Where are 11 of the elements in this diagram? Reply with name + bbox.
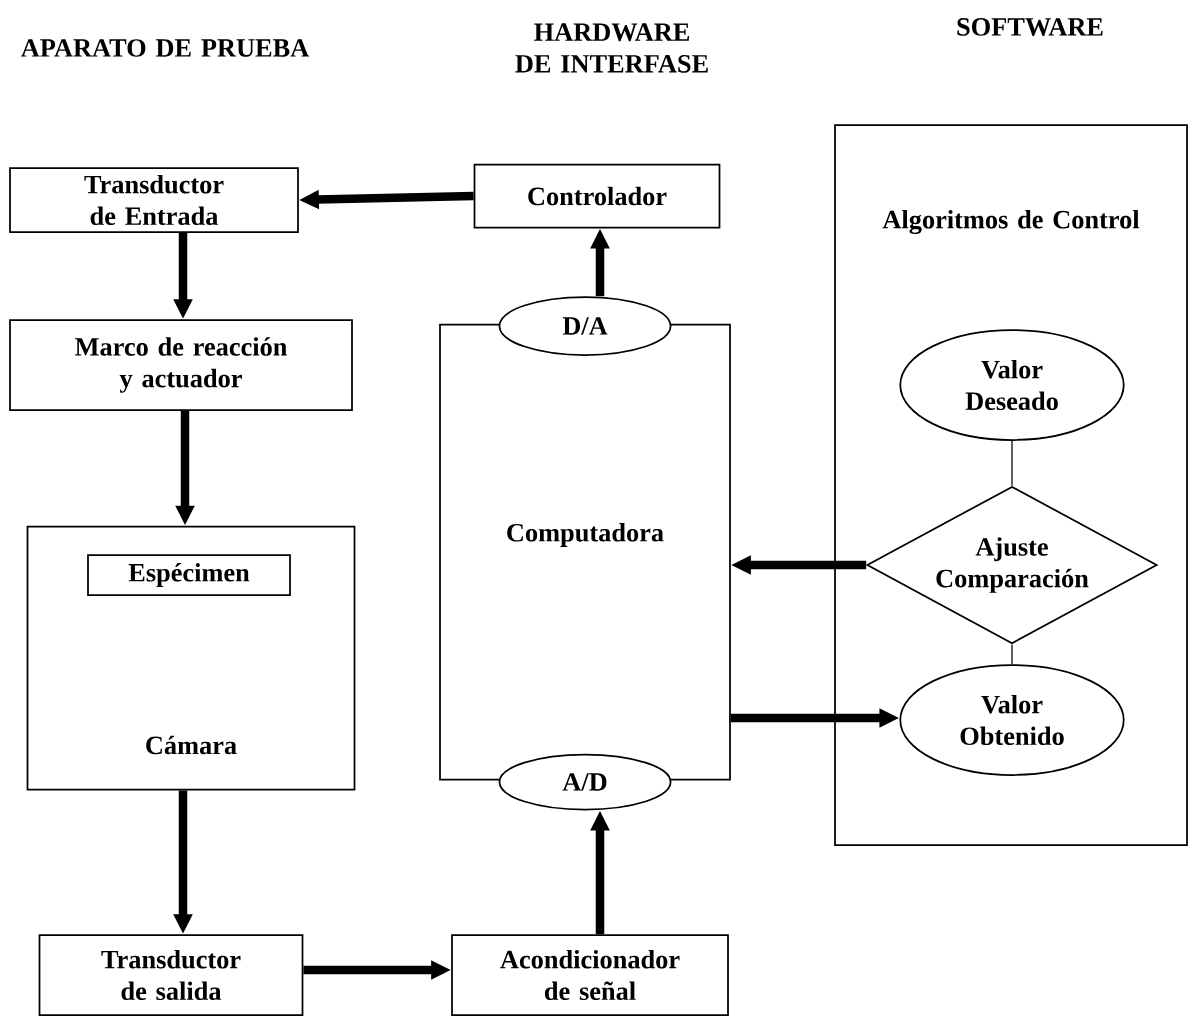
process-box: Marco de reacción y actuador bbox=[9, 319, 353, 411]
process-box: Acondicionador de señal bbox=[451, 934, 729, 1016]
process-box: Controlador bbox=[473, 163, 721, 229]
specimen-box: Espécimen bbox=[87, 554, 291, 596]
connector-line bbox=[1011, 643, 1013, 665]
process-box: Transductor de Entrada bbox=[9, 167, 299, 233]
column-heading: APARATO DE PRUEBA bbox=[21, 39, 309, 57]
column-heading: HARDWARE DE INTERFASE bbox=[515, 23, 708, 73]
process-box: Transductor de salida bbox=[38, 934, 304, 1016]
connector-line bbox=[1011, 440, 1013, 487]
column-heading: SOFTWARE bbox=[957, 18, 1103, 36]
